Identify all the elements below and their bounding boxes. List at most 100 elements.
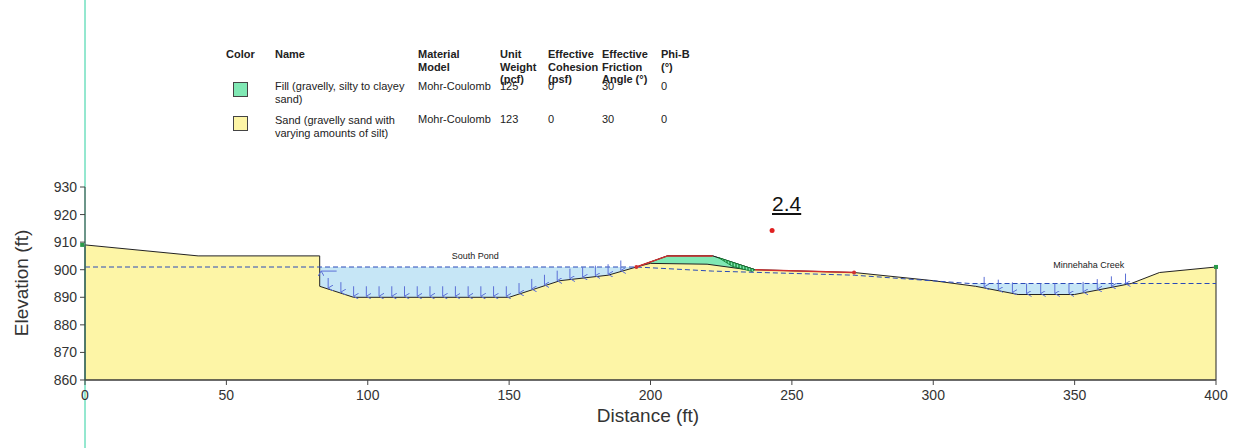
- x-tick-label: 300: [922, 387, 945, 403]
- x-tick-label: 0: [81, 387, 89, 403]
- water-label: South Pond: [452, 251, 499, 261]
- water-pressure-arrow: [391, 286, 392, 296]
- water-pressure-arrow: [480, 286, 481, 296]
- y-tick: [80, 379, 85, 380]
- exit-range: [755, 270, 854, 273]
- table-header: Material Model: [418, 48, 478, 73]
- x-tick-label: 150: [497, 387, 520, 403]
- water-pressure-arrow: [353, 286, 354, 296]
- water-pressure-arrow: [1083, 282, 1084, 292]
- y-tick: [80, 214, 85, 215]
- water-pressure-arrow: [340, 282, 341, 292]
- water-pressure-arrow: [620, 261, 621, 271]
- water-pressure-arrow: [1125, 274, 1126, 284]
- water-pressure-arrow: [417, 286, 418, 296]
- x-tick: [367, 380, 368, 385]
- table-header: Phi-B (°): [661, 48, 697, 73]
- axis-title: Elevation (ft): [11, 230, 33, 337]
- factor-of-safety: 2.4: [772, 192, 801, 216]
- y-tick-label: 930: [54, 179, 77, 195]
- water-pressure-arrow: [1111, 276, 1112, 286]
- y-tick-label: 920: [54, 207, 77, 223]
- y-tick: [80, 297, 85, 298]
- table-cell: 125: [500, 80, 518, 93]
- water-pressure-arrow: [429, 286, 430, 296]
- water-pressure-arrow: [608, 264, 609, 274]
- reference-line: [85, 0, 86, 448]
- table-cell: 0: [548, 80, 554, 93]
- sand-layer: [85, 245, 1216, 380]
- water-pressure-arrow: [506, 286, 507, 296]
- table-cell: 30: [602, 80, 614, 93]
- table-header: Name: [275, 48, 305, 61]
- y-tick: [80, 269, 85, 270]
- water-pressure-arrow: [595, 266, 596, 276]
- x-tick: [650, 380, 651, 385]
- water-pressure-arrow: [519, 283, 520, 293]
- y-tick-label: 860: [54, 372, 77, 388]
- x-tick: [1074, 380, 1075, 385]
- water-label: Minnehaha Creek: [1053, 260, 1124, 270]
- table-header: Color: [226, 48, 255, 61]
- y-tick: [80, 187, 85, 188]
- y-tick: [80, 242, 85, 243]
- water-pressure-arrow: [442, 286, 443, 296]
- x-tick: [1216, 380, 1217, 385]
- x-tick-label: 250: [780, 387, 803, 403]
- water-pressure-arrow: [366, 286, 367, 296]
- x-tick: [226, 380, 227, 385]
- x-tick-label: 350: [1063, 387, 1086, 403]
- water-pressure-arrow: [984, 277, 985, 287]
- water-pressure-arrow: [1068, 284, 1069, 294]
- water-pressure-arrow: [379, 286, 380, 296]
- water-pressure-arrow: [569, 269, 570, 279]
- water-pressure-arrow: [557, 271, 558, 281]
- water-pressure-arrow: [998, 280, 999, 290]
- legend-swatch: [233, 116, 248, 131]
- x-tick: [509, 380, 510, 385]
- table-cell: 0: [661, 80, 667, 93]
- legend-text: Fill (gravelly, silty to clayey sand): [275, 80, 407, 105]
- x-tick: [791, 380, 792, 385]
- water-pressure-arrow: [1012, 282, 1013, 292]
- axis-title: Distance (ft): [597, 405, 699, 427]
- y-tick-label: 900: [54, 262, 77, 278]
- water-pressure-arrow: [582, 267, 583, 277]
- x-tick-label: 100: [356, 387, 379, 403]
- boundary-point: [80, 243, 84, 247]
- water-pressure-arrow: [1054, 284, 1055, 294]
- table-cell: 30: [602, 113, 614, 126]
- y-tick: [80, 352, 85, 353]
- water-pressure-arrow: [1097, 279, 1098, 289]
- water-pressure-arrow: [455, 286, 456, 296]
- table-cell: 123: [500, 113, 518, 126]
- water-pressure-arrow: [1040, 284, 1041, 294]
- water-pressure-arrow: [544, 275, 545, 285]
- water-pressure-arrow: [468, 286, 469, 296]
- table-cell: 0: [548, 113, 554, 126]
- water-pressure-arrow: [1026, 284, 1027, 294]
- table-cell: Mohr-Coulomb: [418, 80, 491, 93]
- phreatic-line: [85, 267, 1216, 284]
- x-tick-label: 400: [1204, 387, 1227, 403]
- y-tick-label: 880: [54, 317, 77, 333]
- water-pressure-arrow: [531, 279, 532, 289]
- entry-range: [636, 256, 712, 267]
- boundary-point: [1214, 265, 1218, 269]
- range-end: [634, 265, 638, 269]
- y-axis: [85, 187, 86, 380]
- range-end: [852, 270, 856, 274]
- water-pressure-arrow: [321, 271, 337, 272]
- table-header: Effective Cohesion (psf): [548, 48, 600, 86]
- x-tick-label: 50: [219, 387, 235, 403]
- y-tick: [80, 324, 85, 325]
- y-tick-label: 910: [54, 234, 77, 250]
- water-pressure-arrow: [328, 278, 329, 288]
- slip-center: [770, 228, 775, 233]
- x-tick-label: 200: [639, 387, 662, 403]
- x-tick: [933, 380, 934, 385]
- y-tick-label: 870: [54, 344, 77, 360]
- table-cell: 0: [661, 113, 667, 126]
- slip-surface: [718, 258, 755, 272]
